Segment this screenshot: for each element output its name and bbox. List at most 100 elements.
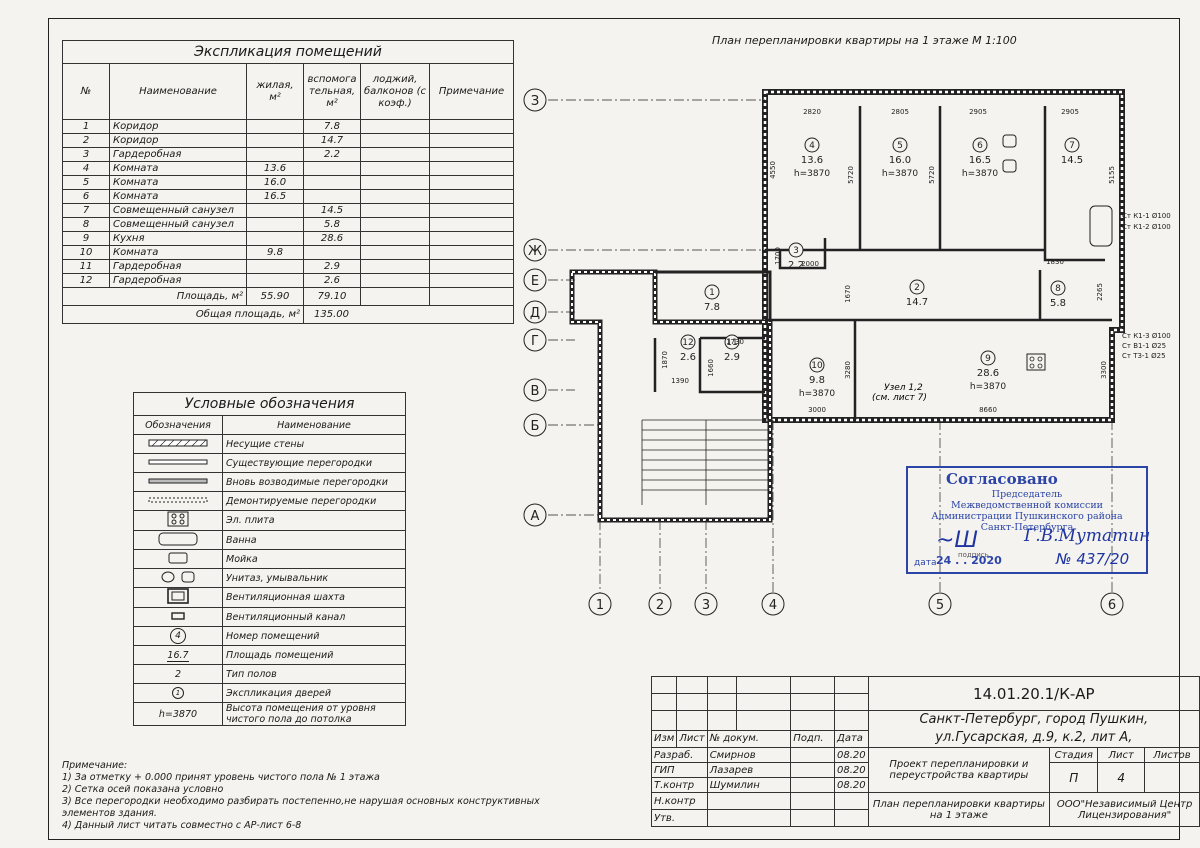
col-name: Наименование <box>109 63 247 120</box>
dimension-label: 5155 <box>1108 166 1116 184</box>
axis-col-label: 4 <box>769 598 777 613</box>
explication-table: Экспликация помещений № Наименование жил… <box>62 40 514 324</box>
dimension-label: 1700 <box>774 247 782 265</box>
dimension-label: 4550 <box>769 161 777 179</box>
room-number-bubble <box>892 137 908 153</box>
stamp-podpis: подпись <box>958 551 989 559</box>
legend-name: Вентиляционная шахта <box>222 587 406 608</box>
total-label: Общая площадь, м² <box>62 305 304 324</box>
legend-symbol-new-icon <box>133 472 223 492</box>
address-line1: Санкт-Петербург, город Пушкин, <box>919 712 1149 727</box>
axis-col-bubble <box>1100 592 1124 616</box>
legend-symbol-label: h=3870 <box>158 708 198 720</box>
cell-name: Гардеробная <box>109 147 247 162</box>
legend-col1: Обозначения <box>133 415 223 435</box>
room-number-bubble <box>909 279 925 295</box>
cell-living: 16.0 <box>246 175 304 190</box>
axis-row-label: Д <box>530 306 540 321</box>
room-number: 2 <box>914 283 920 293</box>
tb-h-sign: Подп. <box>790 729 835 749</box>
approval-stamp: Согласовано Председатель Межведомственно… <box>906 466 1151 574</box>
room-area: 7.8 <box>704 302 720 313</box>
room-area: 16.5 <box>969 155 991 166</box>
signature-mark: ~Ш <box>936 528 978 553</box>
dimension-label: 5720 <box>847 166 855 184</box>
room-height: h=3870 <box>962 169 998 179</box>
room-number-bubble <box>972 137 988 153</box>
col-balcony: лоджий, балконов (с коэф.) <box>360 63 430 120</box>
note-line: Примечание: <box>62 760 128 771</box>
cell-aux: 28.6 <box>303 231 361 246</box>
cell-n: 9 <box>62 231 110 246</box>
area-aux: 79.10 <box>303 287 361 306</box>
cell-n: 7 <box>62 203 110 218</box>
legend-title: Условные обозначения <box>133 392 406 416</box>
cell-n: 4 <box>62 161 110 176</box>
cell-name: Комната <box>109 189 247 204</box>
dimension-label: 1660 <box>707 359 715 377</box>
axis-col-label: 5 <box>936 598 944 613</box>
cell-name: Кухня <box>109 231 247 246</box>
note-line: 2) Сетка осей показана условно <box>62 784 224 795</box>
legend-name: Эл. плита <box>222 510 406 531</box>
cell-aux: 2.2 <box>303 147 361 162</box>
legend-row: Вентиляционный канал <box>133 607 406 627</box>
tb-h-list: Лист <box>676 729 708 749</box>
axis-row-label: В <box>531 384 540 399</box>
stamp-signature: Г.В.Мутатин <box>1024 526 1151 546</box>
axis-row-bubble <box>523 503 547 527</box>
cell-n: 2 <box>62 133 110 148</box>
dimension-label: 3300 <box>1100 361 1108 379</box>
cell-n: 12 <box>62 273 110 288</box>
axis-row-bubble <box>523 413 547 437</box>
cell-living <box>246 259 304 274</box>
room-number: 9 <box>985 354 991 364</box>
legend-symbol-label: 4 <box>170 628 186 644</box>
cell-living <box>246 147 304 162</box>
plan-title: План перепланировки квартиры на 1 этаже … <box>712 34 1017 47</box>
cell-living <box>246 133 304 148</box>
dimension-label: 1870 <box>661 351 669 369</box>
note-line: элементов здания. <box>62 808 157 819</box>
cell-name: Коридор <box>109 133 247 148</box>
legend-symbol-floor-icon: 2 <box>133 664 223 684</box>
project-title: Проект перепланировки и переустройства к… <box>867 747 1051 793</box>
axis-row-bubble <box>523 328 547 352</box>
stamp-line4: Санкт-Петербурга <box>980 522 1074 533</box>
axis-row-label: А <box>531 509 540 524</box>
pipe-label: Ст В1-1 Ø25 <box>1122 342 1166 350</box>
legend-row: Унитаз, умывальник <box>133 568 406 588</box>
legend-name: Ванна <box>222 530 406 550</box>
legend-name: Номер помещений <box>222 626 406 646</box>
room-area: 28.6 <box>977 368 999 379</box>
dimension-label: 8660 <box>979 406 997 414</box>
stamp-line2: Межведомственной комиссии <box>951 500 1103 511</box>
dimension-label: 3280 <box>844 361 852 379</box>
room-height: h=3870 <box>882 169 918 179</box>
legend-name: Демонтируемые перегородки <box>222 491 406 511</box>
tb-h-izm: Изм <box>650 729 678 749</box>
legend-name: Экспликация дверей <box>222 683 406 703</box>
col-aux: вспомога тельная, м² <box>303 63 361 120</box>
room-number: 11 <box>726 338 737 348</box>
legend-table: Условные обозначения Обозначения Наимено… <box>133 392 406 726</box>
cell-living: 13.6 <box>246 161 304 176</box>
notes: Примечание:1) За отметку + 0.000 принят … <box>62 760 542 832</box>
axis-row-bubble <box>523 268 547 292</box>
cell-aux: 7.8 <box>303 119 361 134</box>
name-shumilin: Шумилин <box>706 777 792 793</box>
pipe-label: Ст К1-3 Ø100 <box>1122 332 1171 340</box>
cell-name: Комната <box>109 245 247 260</box>
axis-row-bubble <box>523 300 547 324</box>
room-height: h=3870 <box>970 382 1006 392</box>
legend-name: Вентиляционный канал <box>222 607 406 627</box>
sheet-title: План перепланировки квартиры на 1 этаже <box>867 792 1051 827</box>
axis-col-bubble <box>648 592 672 616</box>
room-number-bubble <box>809 357 825 373</box>
